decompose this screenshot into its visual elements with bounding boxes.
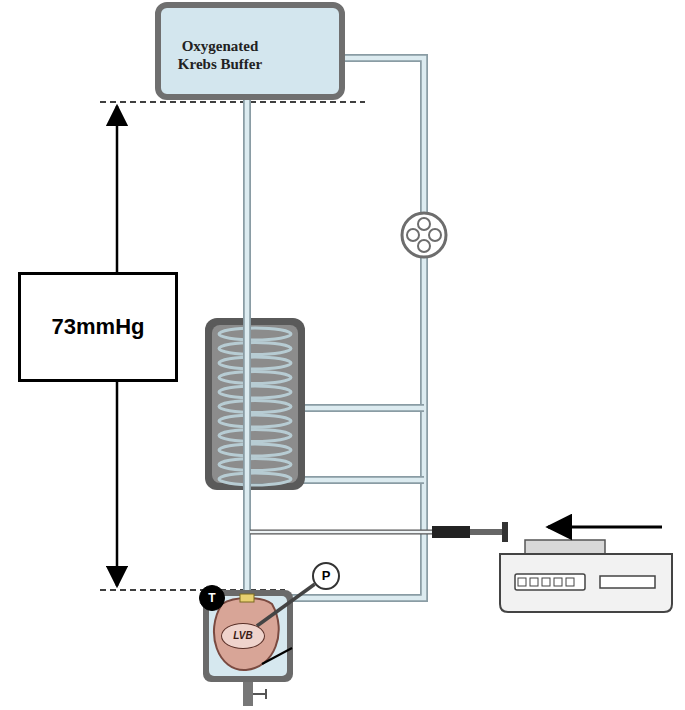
drain-valve <box>253 689 266 699</box>
left-ventricular-balloon: LVB <box>221 623 265 649</box>
perfusion-tube <box>245 100 250 592</box>
pressure-line <box>257 584 315 626</box>
infusion-line <box>250 530 432 535</box>
coil-winding <box>219 401 291 413</box>
heat-coil <box>219 328 291 485</box>
return-tube <box>292 58 424 598</box>
buffer-reservoir: Oxygenated Krebs Buffer <box>155 2 345 100</box>
water-jacket-tube <box>303 408 424 480</box>
coil-winding <box>219 386 291 398</box>
coil-winding <box>219 459 291 471</box>
infusion-line <box>250 531 432 534</box>
coil-winding <box>219 473 291 485</box>
node-label: P <box>322 568 331 584</box>
push-arrow <box>548 526 662 529</box>
pump-roller <box>418 218 430 230</box>
heat-exchanger-jacket <box>212 325 298 483</box>
node-label: LVB <box>233 630 252 642</box>
water-jacket-tube <box>303 408 424 480</box>
node-label: Oxygenated Krebs Buffer <box>161 37 279 73</box>
perfusion-tube <box>243 100 251 592</box>
coil-winding <box>219 328 291 340</box>
syringe-plunger <box>470 529 504 535</box>
pressure-label-box: 73mmHg <box>18 272 178 382</box>
coil-winding <box>219 343 291 355</box>
coil-winding <box>219 357 291 369</box>
return-tube <box>292 58 424 598</box>
coil-winding <box>219 415 291 427</box>
pump-carriage <box>525 540 605 554</box>
coil-winding <box>219 372 291 384</box>
pump-roller <box>407 229 419 241</box>
drain-tube <box>243 682 253 706</box>
pump-keypad <box>515 574 585 590</box>
heart-chamber-fluid <box>209 596 287 676</box>
pacing-wire <box>262 648 292 664</box>
syringe-barrel <box>432 526 470 538</box>
roller-pump <box>402 213 446 257</box>
heat-exchanger <box>205 318 305 490</box>
reference-line <box>100 101 365 103</box>
syringe-plunger-head <box>502 522 508 542</box>
pump-roller <box>429 229 441 241</box>
coil-winding <box>219 430 291 442</box>
syringe-pump <box>500 554 672 612</box>
node-label: T <box>208 591 215 605</box>
coil-winding <box>219 444 291 456</box>
node-label: 73mmHg <box>52 314 145 340</box>
pump-roller <box>418 240 430 252</box>
aortic-cannula <box>240 594 254 602</box>
pump-display <box>600 576 655 588</box>
pressure-transducer: P <box>312 562 340 590</box>
